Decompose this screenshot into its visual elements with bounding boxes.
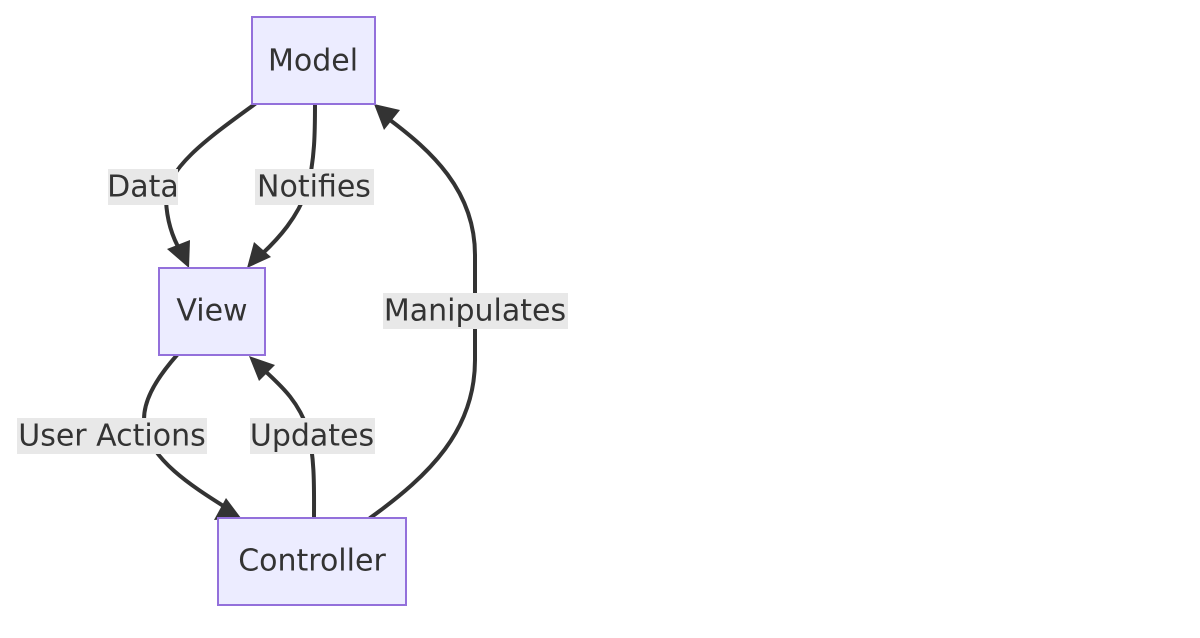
svg-text:Manipulates: Manipulates: [384, 294, 566, 329]
arrowhead-view-updates: [249, 356, 275, 381]
node-view[interactable]: View: [158, 267, 266, 356]
edge-label-user-actions: User Actions: [17, 418, 207, 454]
edge-model-to-view-data: [163, 102, 257, 268]
svg-text:User Actions: User Actions: [18, 419, 206, 454]
edge-label-data: Data: [107, 169, 179, 205]
edge-label-manipulates: Manipulates: [383, 293, 568, 329]
arrowhead-view-notifies: [247, 242, 271, 268]
svg-text:Data: Data: [107, 170, 179, 205]
node-controller[interactable]: Controller: [217, 517, 407, 606]
node-model[interactable]: Model: [251, 16, 376, 105]
node-controller-label: Controller: [238, 544, 386, 579]
arrowhead-model-manipulates: [374, 104, 400, 130]
edge-label-updates: Updates: [250, 418, 375, 454]
arrowhead-controller-user-actions: [214, 498, 241, 520]
svg-text:Notifies: Notifies: [257, 170, 371, 205]
edge-label-notifies: Notifies: [255, 169, 374, 205]
edge-controller-to-model-manipulates: [368, 104, 477, 520]
node-model-label: Model: [268, 44, 358, 79]
svg-text:Updates: Updates: [250, 419, 374, 454]
node-view-label: View: [176, 294, 247, 329]
arrowhead-view-data: [167, 240, 190, 268]
